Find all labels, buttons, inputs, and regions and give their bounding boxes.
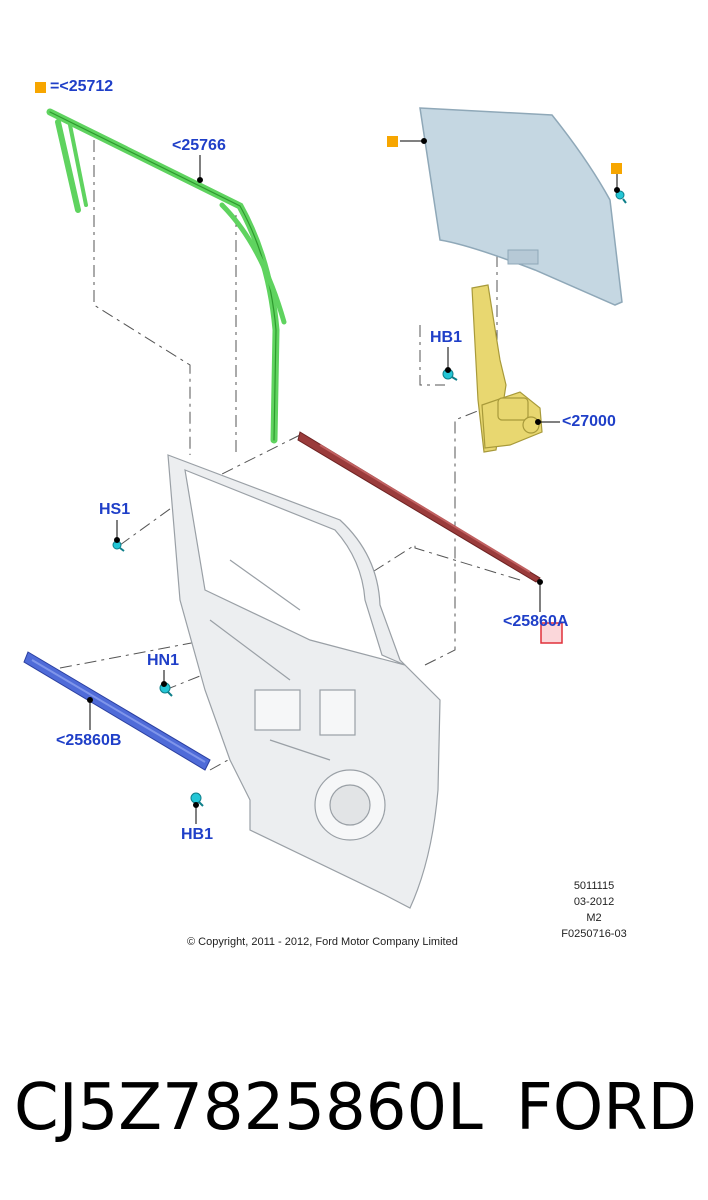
callout-leaders	[87, 138, 620, 824]
legend-marker-icon	[35, 82, 46, 93]
meta-code: M2	[586, 912, 602, 924]
fasteners	[112, 190, 625, 804]
door-inner-panel	[167, 454, 441, 909]
highlight-box	[540, 622, 563, 644]
exploded-door-diagram	[23, 107, 627, 909]
callout-25860a: <25860A	[503, 613, 569, 630]
part-number: CJ5Z7825860L	[14, 1071, 483, 1145]
bolt-marker	[611, 163, 622, 174]
meta-figure: F0250716-03	[561, 928, 627, 940]
callout-hs1: HS1	[99, 501, 131, 518]
meta-date: 03-2012	[573, 896, 615, 908]
frame-weatherstrip	[46, 108, 287, 444]
brand-name: FORD	[516, 1071, 697, 1145]
callout-hn1: HN1	[147, 652, 180, 669]
copyright-text: © Copyright, 2011 - 2012, Ford Motor Com…	[187, 936, 458, 948]
meta-id: 5011115	[573, 880, 615, 892]
window-regulator	[471, 284, 543, 453]
glass-marker	[387, 136, 398, 147]
callout-27000: <27000	[562, 413, 616, 430]
legend-text: =<25712	[50, 78, 114, 95]
callout-25766: <25766	[172, 137, 226, 154]
callout-hb1-top: HB1	[430, 329, 463, 346]
callout-25860b: <25860B	[56, 732, 122, 749]
callout-hb1-bottom: HB1	[181, 826, 214, 843]
window-glass	[419, 107, 623, 306]
glass-clip	[507, 249, 539, 265]
